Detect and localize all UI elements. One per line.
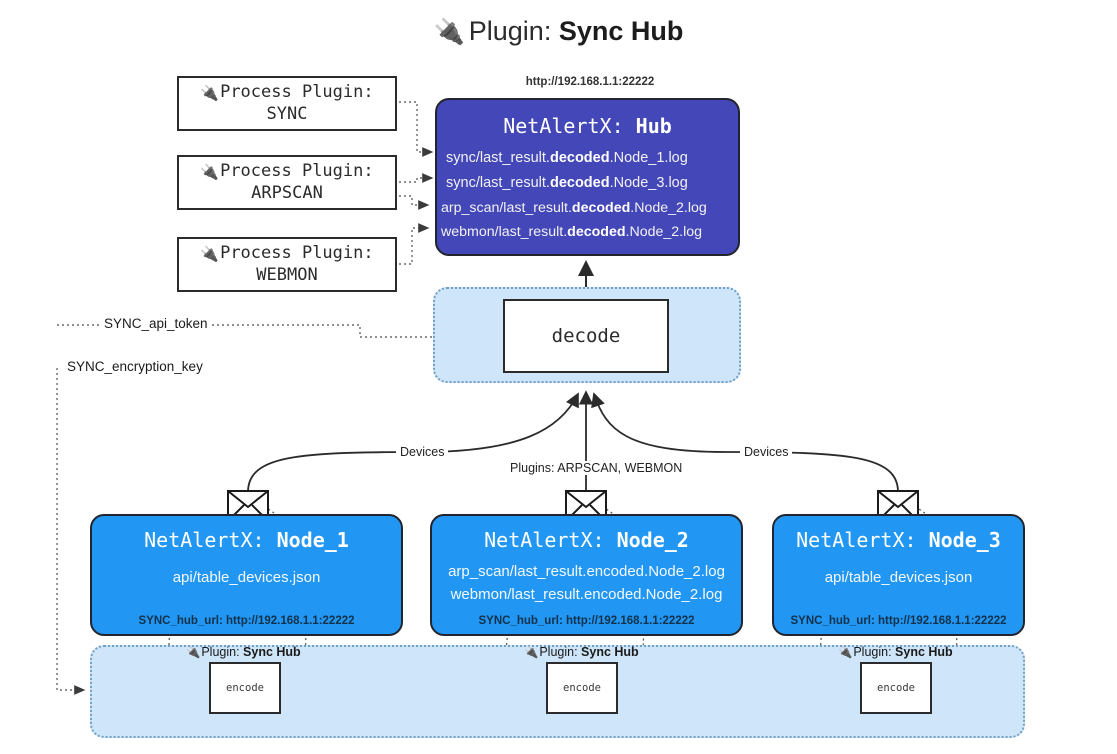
node-title-name: Node_3 — [928, 528, 1001, 552]
hub-log-mid: decoded — [549, 150, 610, 166]
node-resource-line: webmon/last_result.encoded.Node_2.log — [450, 586, 723, 604]
plug-icon: 🔌 — [524, 647, 539, 659]
hub-url-label: http://192.168.1.1:22222 — [525, 76, 655, 88]
hub-log-line: sync/last_result.decoded.Node_1.log — [437, 146, 738, 171]
encode-plugin-prefix: Plugin: — [853, 645, 896, 659]
node-title: NetAlertX: Node_2 — [432, 528, 741, 552]
page-title: 🔌Plugin: Sync Hub — [0, 16, 1117, 47]
encode-box[interactable]: encode — [209, 662, 281, 714]
encode-box[interactable]: encode — [860, 662, 932, 714]
node-title: NetAlertX: Node_3 — [774, 528, 1023, 552]
process-plugin-box-webmon[interactable]: 🔌Process Plugin: WEBMON — [177, 237, 397, 292]
node-resource-line: arp_scan/last_result.encoded.Node_2.log — [448, 563, 725, 580]
hub-log-mid: decoded — [571, 199, 631, 216]
node-title-prefix: NetAlertX: — [144, 528, 277, 552]
hub-title-name: Hub — [635, 114, 672, 138]
hub-log-post: .Node_3.log — [609, 174, 688, 191]
env-label-api-token: SYNC_api_token — [100, 316, 212, 331]
hub-node-box[interactable]: NetAlertX: Hub sync/last_result.decoded.… — [435, 98, 740, 256]
node-title-prefix: NetAlertX: — [484, 528, 617, 552]
node-hub-url-label: SYNC_hub_url: http://192.168.1.1:22222 — [478, 614, 695, 627]
hub-log-mid: decoded — [549, 174, 610, 191]
hub-log-post: .Node_1.log — [609, 150, 688, 166]
encode-plugin-name: Sync Hub — [243, 645, 301, 659]
encode-plugin-label: 🔌Plugin: Sync Hub — [838, 645, 953, 659]
encode-plugin-prefix: Plugin: — [539, 645, 582, 659]
edge-label-plugins-center: Plugins: ARPSCAN, WEBMON — [506, 461, 687, 475]
hub-log-pre: webmon/last_result. — [441, 224, 568, 241]
hub-log-mid: decoded — [567, 224, 626, 241]
hub-log-post: .Node_2.log — [625, 224, 703, 241]
node-hub-url-label: SYNC_hub_url: http://192.168.1.1:22222 — [790, 615, 1007, 628]
edge-label-devices-left: Devices — [396, 445, 449, 459]
process-plugin-header: Process Plugin: — [220, 82, 374, 103]
process-plugin-box-arpscan[interactable]: 🔌Process Plugin: ARPSCAN — [177, 155, 397, 210]
hub-log-post: .Node_2.log — [630, 199, 707, 216]
encode-plugin-label: 🔌Plugin: Sync Hub — [524, 645, 639, 659]
hub-log-line: webmon/last_result.decoded.Node_2.log — [437, 220, 738, 244]
edge-label-devices-right: Devices — [740, 445, 793, 459]
node-hub-url-label: SYNC_hub_url: http://192.168.1.1:22222 — [138, 615, 355, 628]
process-plugin-box-sync[interactable]: 🔌Process Plugin: SYNC — [177, 76, 397, 131]
plug-icon: 🔌 — [200, 83, 220, 102]
hub-log-pre: sync/last_result. — [446, 150, 550, 166]
node-title-name: Node_1 — [276, 528, 349, 552]
hub-title-prefix: NetAlertX: — [503, 114, 636, 138]
hub-log-pre: sync/last_result. — [446, 174, 550, 191]
page-title-prefix: Plugin: — [468, 16, 559, 46]
plug-icon: 🔌 — [838, 647, 853, 659]
node-title-name: Node_2 — [616, 528, 689, 552]
node-resource-line: api/table_devices.json — [172, 569, 321, 586]
page-title-name: Sync Hub — [558, 16, 684, 46]
encode-plugin-prefix: Plugin: — [201, 645, 244, 659]
node-box-node-2[interactable]: NetAlertX: Node_2 arp_scan/last_result.e… — [430, 514, 743, 636]
process-plugin-header: Process Plugin: — [220, 161, 374, 182]
node-box-node-3[interactable]: NetAlertX: Node_3 api/table_devices.json… — [772, 514, 1025, 636]
process-plugin-name: ARPSCAN — [251, 182, 323, 203]
node-resource-line: api/table_devices.json — [824, 569, 973, 586]
encode-plugin-name: Sync Hub — [895, 645, 953, 659]
process-plugin-name: WEBMON — [256, 264, 318, 285]
process-plugin-header: Process Plugin: — [220, 243, 374, 264]
hub-log-pre: arp_scan/last_result. — [441, 199, 572, 216]
hub-log-line: arp_scan/last_result.decoded.Node_2.log — [437, 196, 738, 220]
node-title: NetAlertX: Node_1 — [92, 528, 401, 552]
hub-title: NetAlertX: Hub — [437, 114, 738, 138]
process-plugin-name: SYNC — [266, 103, 308, 124]
encode-plugin-name: Sync Hub — [581, 645, 639, 659]
node-title-prefix: NetAlertX: — [796, 528, 929, 552]
env-label-encryption-key: SYNC_encryption_key — [63, 359, 207, 374]
plug-icon: 🔌 — [200, 162, 220, 181]
encode-plugin-label: 🔌Plugin: Sync Hub — [186, 645, 301, 659]
plug-icon: 🔌 — [200, 244, 220, 263]
encode-box[interactable]: encode — [546, 662, 618, 714]
plug-icon: 🔌 — [186, 647, 201, 659]
hub-log-line: sync/last_result.decoded.Node_3.log — [437, 171, 738, 196]
plug-icon: 🔌 — [433, 18, 465, 46]
node-box-node-1[interactable]: NetAlertX: Node_1 api/table_devices.json… — [90, 514, 403, 636]
decode-box[interactable]: decode — [503, 299, 669, 373]
